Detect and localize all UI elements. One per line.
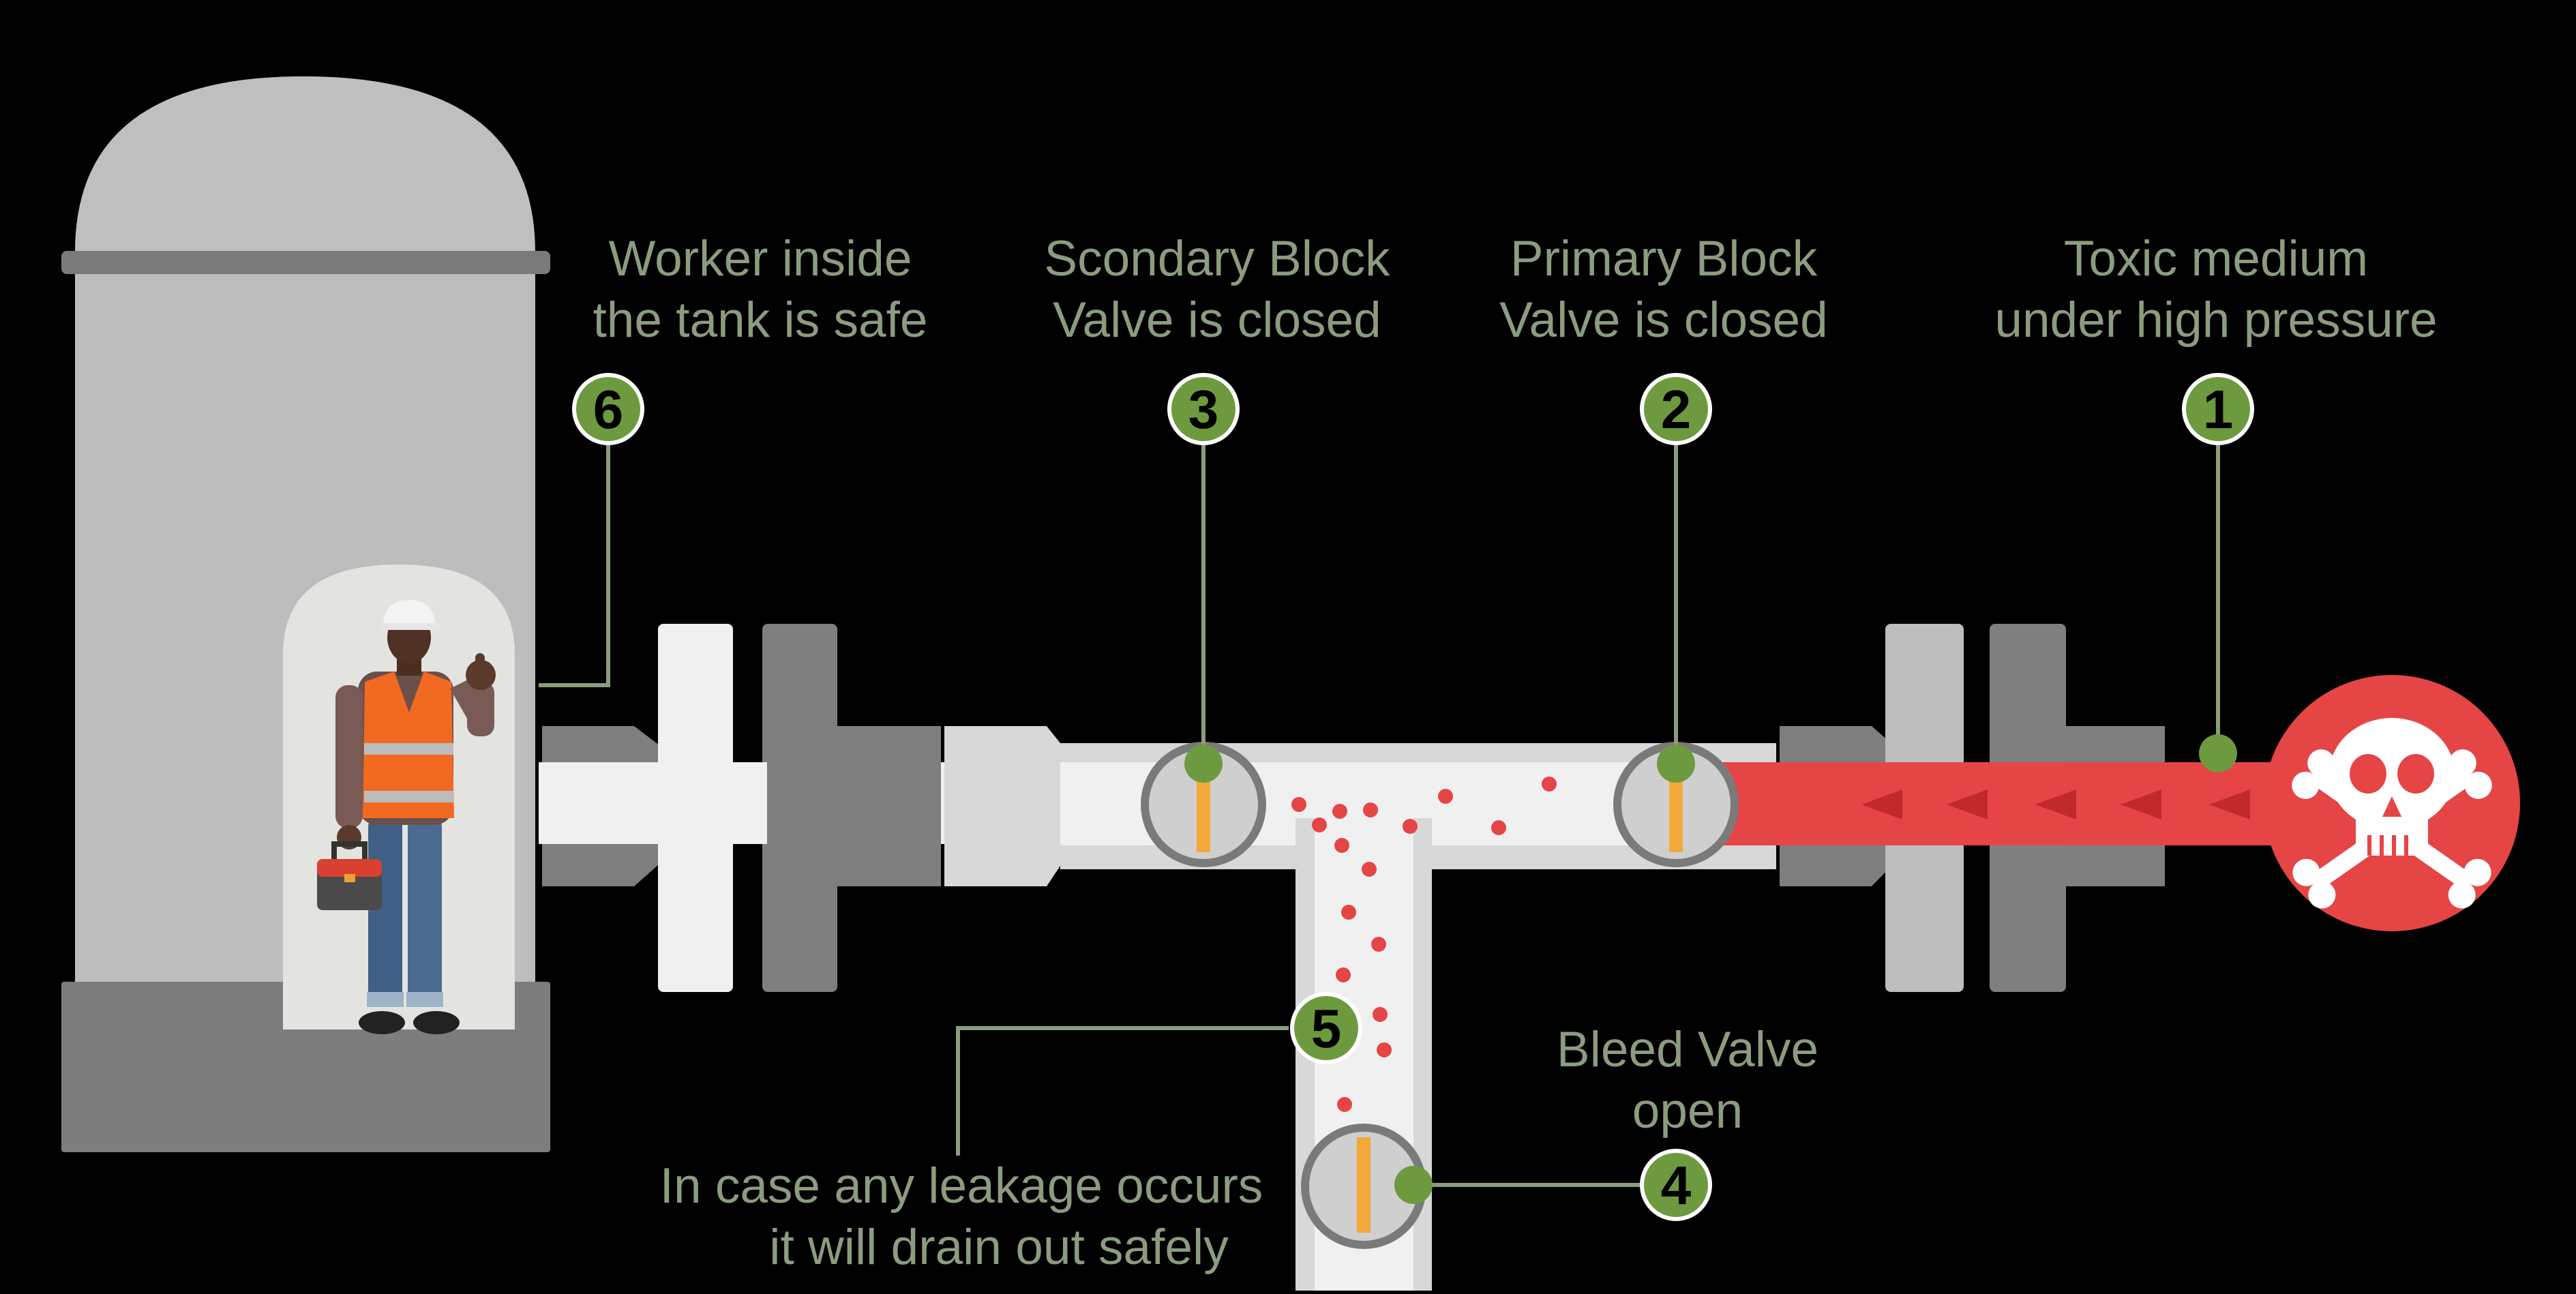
storage-tank	[61, 76, 550, 1152]
flow-arrow-icon	[1861, 789, 1902, 819]
droplet	[1334, 838, 1349, 853]
toxic-pipe-segment	[1711, 762, 2305, 845]
callout-label-1-line-1: Toxic medium	[2063, 231, 2369, 286]
droplet	[1438, 789, 1453, 804]
callout-label-3-line-2: Valve is closed	[1053, 292, 1381, 348]
worker-cuff-left	[367, 992, 404, 1007]
valve-handle-open	[1357, 1137, 1371, 1233]
badge-number: 2	[1661, 379, 1692, 440]
callout-label-5: In case any leakage occurs it will drain…	[597, 1156, 1326, 1278]
badge-number: 3	[1188, 379, 1219, 440]
tank-dome	[75, 76, 535, 252]
flow-arrows	[1861, 789, 2250, 819]
toolbox-handle	[331, 841, 368, 859]
worker-hardhat	[383, 600, 435, 627]
callout-label-2-line-2: Valve is closed	[1499, 292, 1828, 348]
flow-arrow-icon	[2121, 789, 2161, 819]
badge-number: 4	[1661, 1155, 1692, 1216]
badge-number: 5	[1311, 998, 1342, 1059]
callout-label-6-line-2: the tank is safe	[593, 292, 928, 348]
flange-plate-2	[762, 624, 837, 992]
droplet	[1403, 819, 1418, 834]
worker-thumb	[475, 653, 485, 674]
secondary-block-valve	[1141, 742, 1266, 867]
callout-lines	[539, 409, 2220, 1187]
droplet	[1542, 777, 1557, 792]
droplet	[1312, 817, 1327, 832]
droplet	[1336, 967, 1351, 982]
flow-arrow-icon	[1947, 789, 1988, 819]
callout-label-4-line-1: Bleed Valve	[1556, 1022, 1819, 1077]
primary-block-valve	[1613, 742, 1739, 867]
callout-label-6-line-1: Worker inside	[608, 231, 912, 286]
droplet	[1371, 937, 1386, 952]
droplet	[1337, 1097, 1352, 1112]
droplet	[1363, 802, 1378, 817]
callout-dot-4	[1394, 1166, 1433, 1204]
droplet	[1362, 862, 1377, 877]
callout-label-4: Bleed Valve open	[1500, 1019, 1875, 1142]
worker-hardhat-brim	[379, 623, 439, 630]
flange-plate-1	[658, 624, 733, 992]
callout-label-5-line-2: it will drain out safely	[769, 1220, 1229, 1275]
worker-vest-stripe-bottom	[364, 791, 453, 802]
droplet	[1291, 797, 1306, 812]
worker-cuff-right	[406, 992, 443, 1007]
tee-junction	[1315, 762, 1413, 845]
worker-forearm-right	[467, 682, 494, 736]
callout-label-1: Toxic medium under high pressure	[1943, 228, 2489, 351]
badge-6: 6	[572, 373, 644, 445]
pipe-left-inner-2	[733, 762, 767, 844]
worker-with-toolbox-icon	[317, 600, 496, 1034]
droplet	[1377, 1042, 1392, 1057]
left-flange-assembly	[539, 624, 1217, 992]
worker-hand-right	[466, 660, 496, 690]
worker-arm-left	[335, 685, 363, 828]
worker-shoe-left	[359, 1011, 405, 1034]
callout-label-3: Scondary Block Valve is closed	[999, 228, 1435, 351]
callout-dot-3	[1184, 744, 1223, 783]
badge-3: 3	[1167, 373, 1240, 445]
skull-crossbones-icon	[2264, 675, 2520, 931]
badge-2: 2	[1640, 373, 1712, 445]
callout-label-1-line-2: under high pressure	[1994, 292, 2438, 348]
badge-1: 1	[2182, 373, 2254, 445]
callout-label-3-line-1: Scondary Block	[1044, 231, 1390, 286]
skull	[2329, 718, 2455, 856]
badge-number: 1	[2203, 379, 2234, 440]
droplet	[1332, 804, 1347, 819]
toxic-flow	[1711, 762, 2305, 845]
callout-line-6	[539, 440, 610, 687]
pipe-coupling	[944, 726, 1060, 886]
flow-arrow-icon	[2209, 789, 2250, 819]
worker-vest-stripe-top	[364, 743, 453, 755]
flow-arrow-icon	[2035, 789, 2076, 819]
callout-label-5-line-1: In case any leakage occurs	[659, 1158, 1263, 1214]
droplet	[1373, 1007, 1388, 1022]
callout-line-5	[956, 1026, 1289, 1156]
callout-label-2-line-1: Primary Block	[1510, 231, 1818, 286]
droplet	[1491, 820, 1506, 835]
pipe-collar-2	[801, 726, 941, 886]
droplet	[1341, 905, 1356, 920]
pipe-left-inner	[539, 762, 661, 844]
worker-leg-right	[408, 818, 442, 1002]
badge-number: 6	[593, 379, 624, 440]
toolbox-lid	[317, 859, 382, 877]
badge-4: 4	[1640, 1149, 1712, 1221]
callout-label-4-line-2: open	[1632, 1083, 1743, 1139]
callout-dot-1	[2199, 734, 2237, 772]
callout-dot-2	[1657, 744, 1695, 783]
callout-label-6: Worker inside the tank is safe	[556, 228, 965, 351]
toolbox-latch	[344, 874, 355, 882]
bleed-valve	[1301, 1124, 1426, 1249]
callout-dots	[1184, 734, 2237, 1204]
badge-5: 5	[1290, 992, 1362, 1064]
callout-label-2: Primary Block Valve is closed	[1459, 228, 1868, 351]
tank-rim	[61, 251, 550, 274]
worker-shoe-right	[413, 1011, 460, 1034]
